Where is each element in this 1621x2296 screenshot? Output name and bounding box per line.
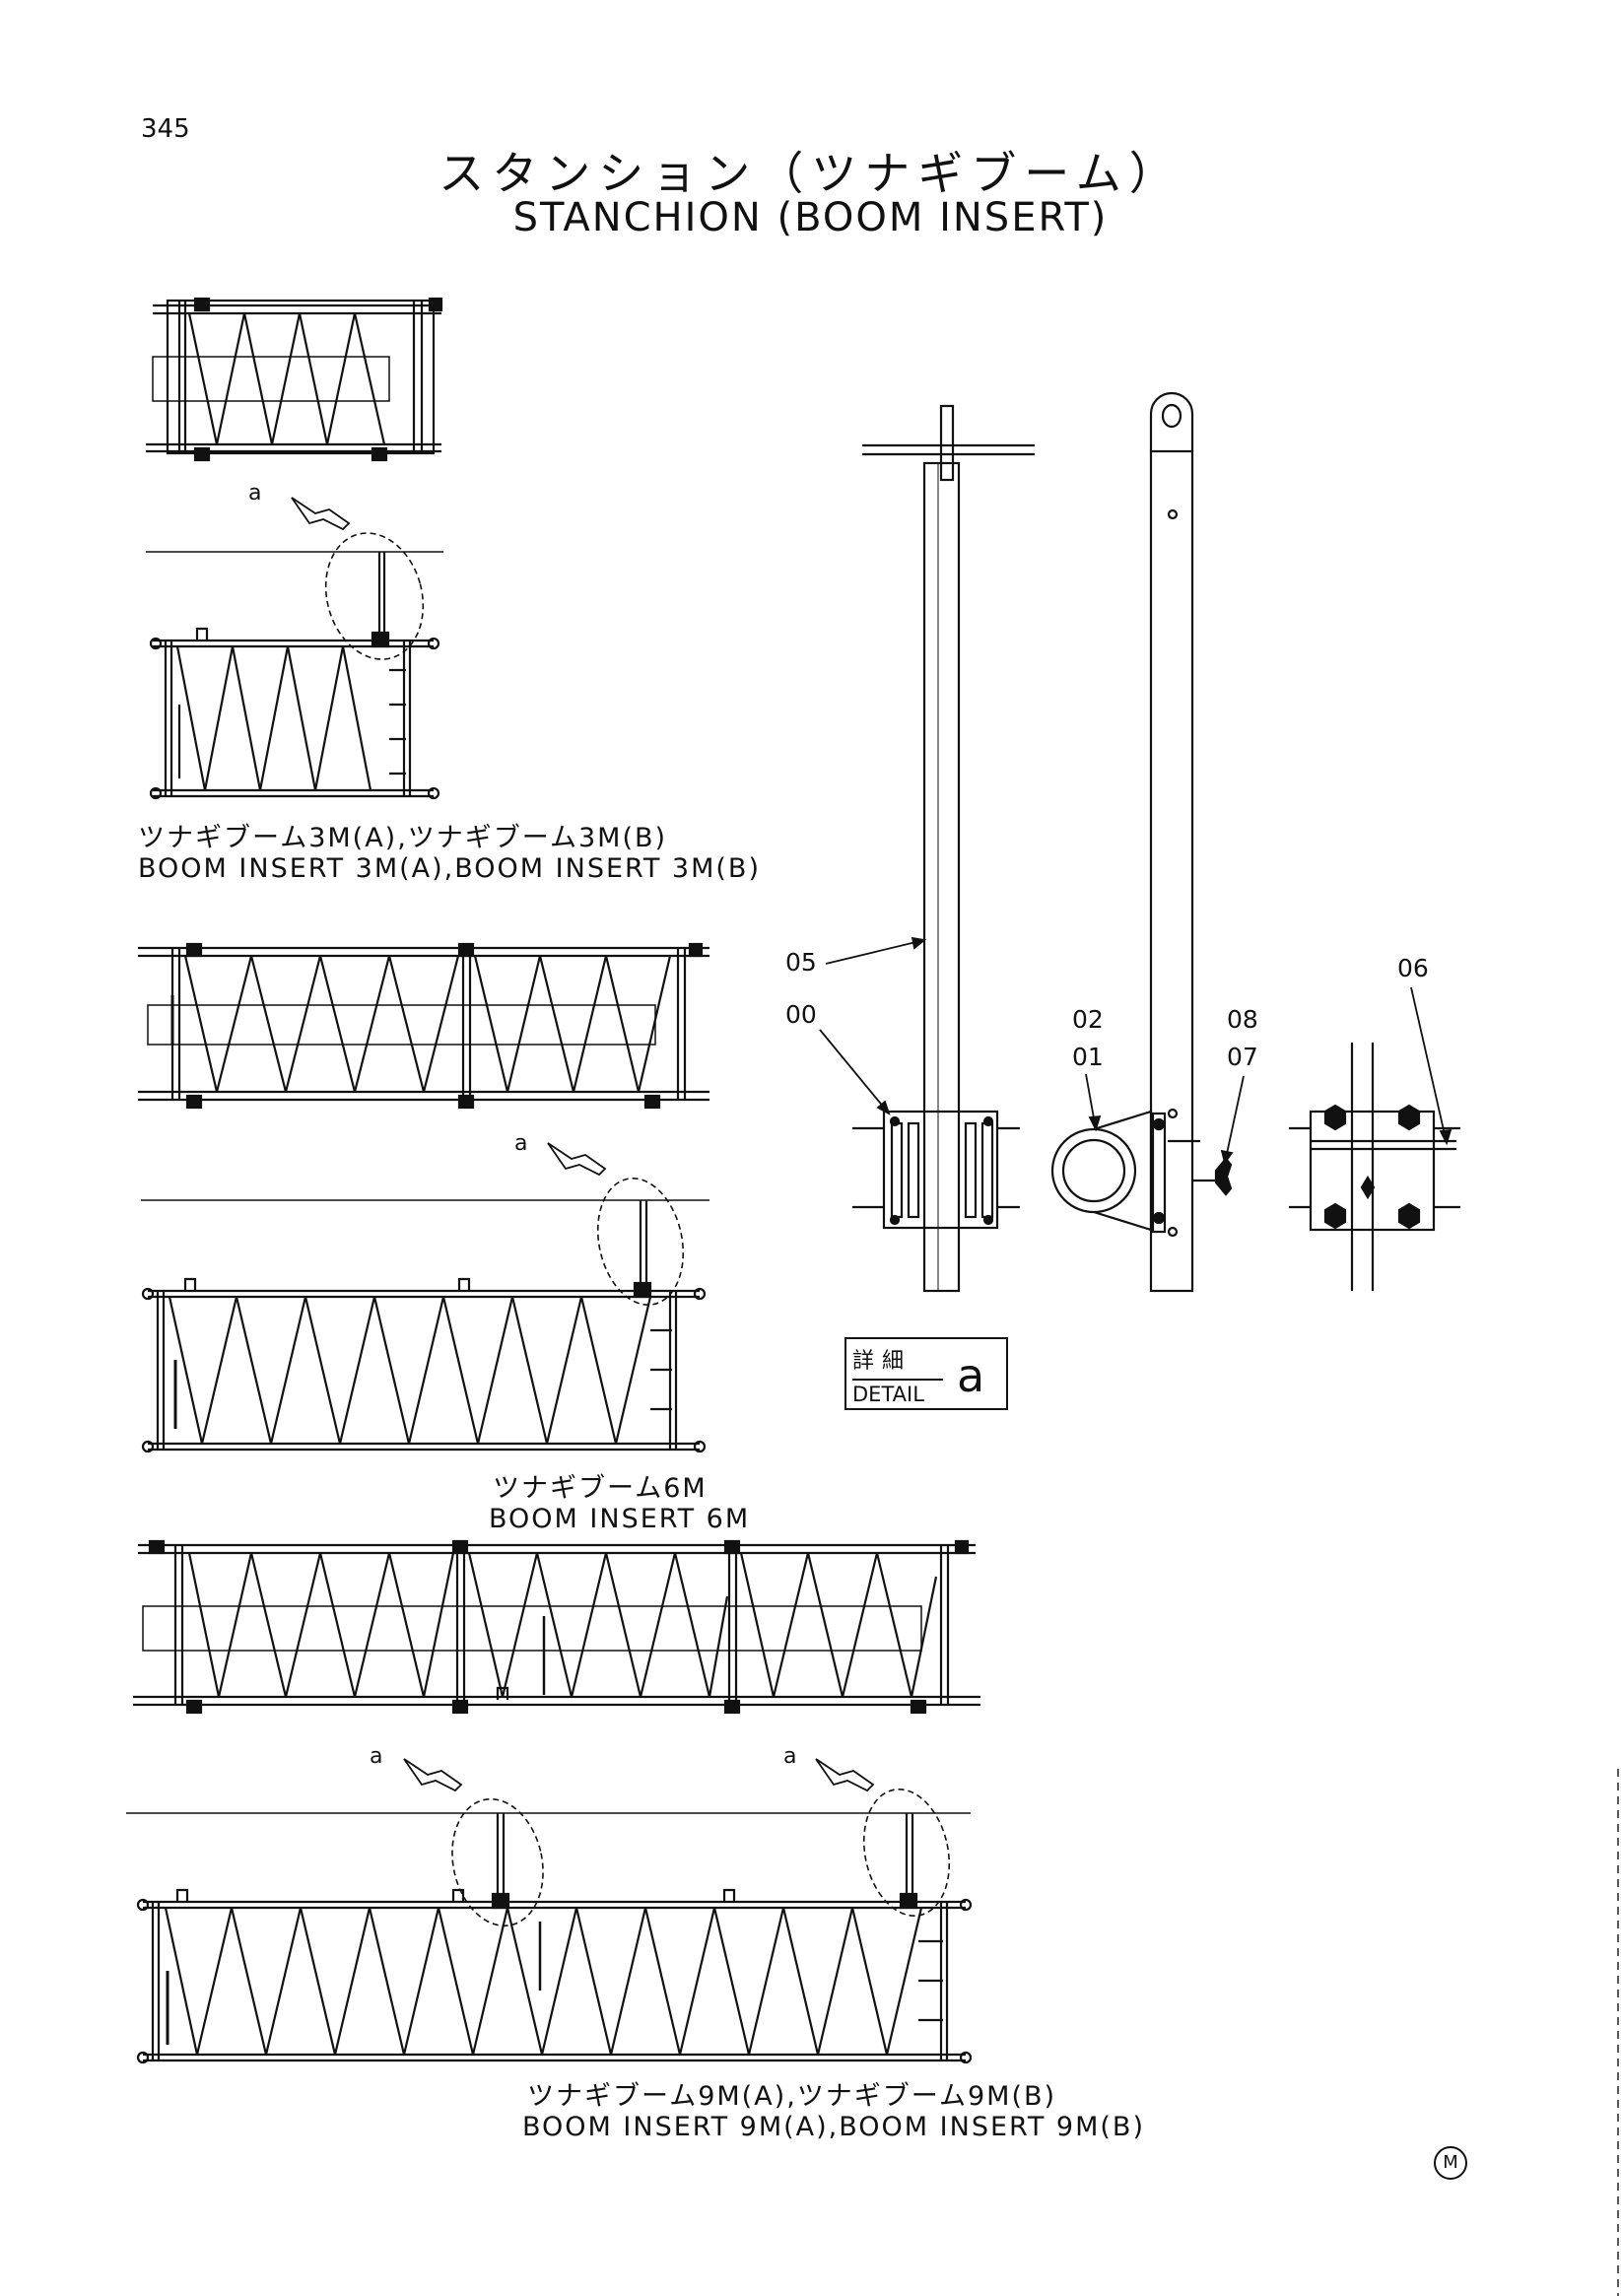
page-number: 345: [141, 114, 190, 144]
boom-9m-top-view: [133, 1539, 980, 1715]
boom-3m-side-view: [146, 497, 443, 800]
stanchion-side-view: [1050, 391, 1233, 1293]
title-english: STANCHION (BOOM INSERT): [512, 195, 1109, 240]
detail-marker-9m-right: a: [783, 1744, 797, 1769]
detail-label-ref: a: [957, 1349, 985, 1402]
title-japanese: スタンション（ツナギブーム）: [439, 147, 1182, 200]
part-number-06: 06: [1397, 954, 1429, 982]
part-number-08: 08: [1227, 1005, 1258, 1034]
boom-9m-side-view: [126, 1758, 973, 2064]
stanchion-front-view: [852, 404, 1035, 1293]
part-number-02: 02: [1072, 1005, 1104, 1034]
detail-marker-9m-left: a: [370, 1744, 383, 1769]
detail-label-jp: 詳細: [852, 1349, 912, 1374]
maker-mark: M: [1434, 2146, 1467, 2180]
stanchion-end-view: [1289, 1043, 1460, 1291]
caption-3m-jp: ツナギブーム3M(A),ツナギブーム3M(B): [138, 823, 668, 853]
caption-6m-en: BOOM INSERT 6M: [489, 1504, 751, 1534]
boom-3m-top-view: [146, 297, 443, 462]
part-number-01: 01: [1072, 1043, 1104, 1071]
caption-3m-en: BOOM INSERT 3M(A),BOOM INSERT 3M(B): [138, 853, 761, 884]
part-number-00: 00: [785, 1000, 817, 1029]
boom-6m-side-view: [141, 1142, 709, 1453]
detail-label-box: 詳細 DETAIL a: [844, 1337, 1008, 1410]
leader-lines: [819, 936, 1452, 1166]
detail-label-en: DETAIL: [852, 1379, 943, 1406]
caption-9m-jp: ツナギブーム9M(A),ツナギブーム9M(B): [527, 2081, 1057, 2112]
detail-marker-6m: a: [514, 1131, 528, 1156]
caption-6m-jp: ツナギブーム6M: [493, 1473, 708, 1504]
boom-6m-top-view: [138, 942, 709, 1110]
part-number-07: 07: [1227, 1043, 1258, 1071]
caption-9m-en: BOOM INSERT 9M(A),BOOM INSERT 9M(B): [522, 2112, 1145, 2142]
part-number-05: 05: [785, 948, 817, 977]
detail-marker-3m: a: [248, 481, 262, 506]
